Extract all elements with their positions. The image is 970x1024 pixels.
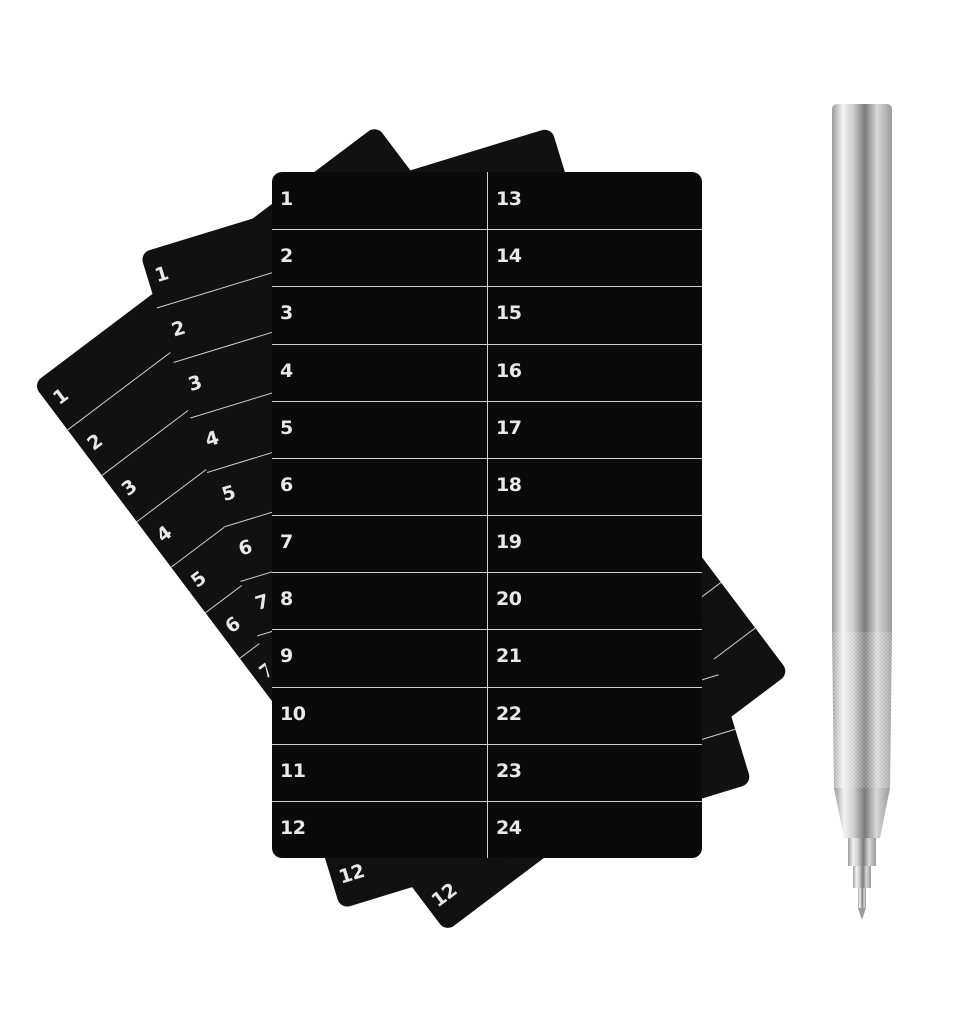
label-number: 2 <box>280 245 293 268</box>
label-number: 5 <box>186 566 211 593</box>
row-divider <box>272 400 702 402</box>
label-number: 1 <box>280 188 293 210</box>
label-number: 2 <box>83 429 107 456</box>
label-number: 3 <box>280 302 293 325</box>
label-number: 21 <box>496 645 522 668</box>
label-number: 11 <box>280 759 306 782</box>
label-number: 14 <box>496 245 522 268</box>
label-card-front: 1 13 2 14 3 15 4 16 5 17 6 18 7 19 8 20 9 21 10 22 11 23 12 24 <box>272 172 702 858</box>
label-number: 16 <box>496 359 522 382</box>
label-number: 6 <box>221 612 245 638</box>
label-number: 5 <box>219 480 238 506</box>
label-number: 5 <box>280 416 293 439</box>
row-divider <box>272 800 702 802</box>
label-number: 12 <box>427 878 462 912</box>
row-divider <box>272 743 702 745</box>
pen-icon <box>832 104 892 920</box>
label-number: 6 <box>280 473 293 496</box>
label-number: 4 <box>280 359 293 382</box>
label-number: 13 <box>496 188 522 210</box>
row-divider <box>272 629 702 631</box>
label-number: 6 <box>235 535 255 561</box>
row-divider <box>272 286 702 288</box>
label-number: 3 <box>117 475 142 501</box>
label-number: 4 <box>152 521 176 547</box>
row-divider <box>272 572 702 574</box>
label-number: 7 <box>252 590 272 616</box>
label-number: 17 <box>496 416 522 439</box>
label-number: 8 <box>280 588 293 611</box>
label-number: 23 <box>496 759 522 782</box>
label-number: 20 <box>496 588 522 611</box>
label-number: 18 <box>496 473 522 496</box>
row-divider <box>272 515 702 516</box>
label-number: 4 <box>202 426 222 452</box>
label-number: 19 <box>496 531 522 553</box>
label-number: 1 <box>152 262 171 288</box>
row-divider <box>272 343 702 345</box>
row-divider <box>272 457 702 459</box>
row-divider <box>272 686 702 688</box>
label-number: 1 <box>49 384 73 410</box>
label-number: 7 <box>280 531 293 553</box>
row-divider <box>272 229 702 231</box>
label-number: 2 <box>169 316 188 342</box>
label-number: 22 <box>496 702 522 725</box>
label-number: 9 <box>280 645 293 668</box>
label-number: 10 <box>280 702 306 725</box>
label-number: 15 <box>496 302 522 325</box>
label-number: 12 <box>336 859 367 889</box>
label-number: 12 <box>280 816 306 839</box>
label-number: 3 <box>185 371 205 397</box>
label-number: 24 <box>496 816 522 839</box>
